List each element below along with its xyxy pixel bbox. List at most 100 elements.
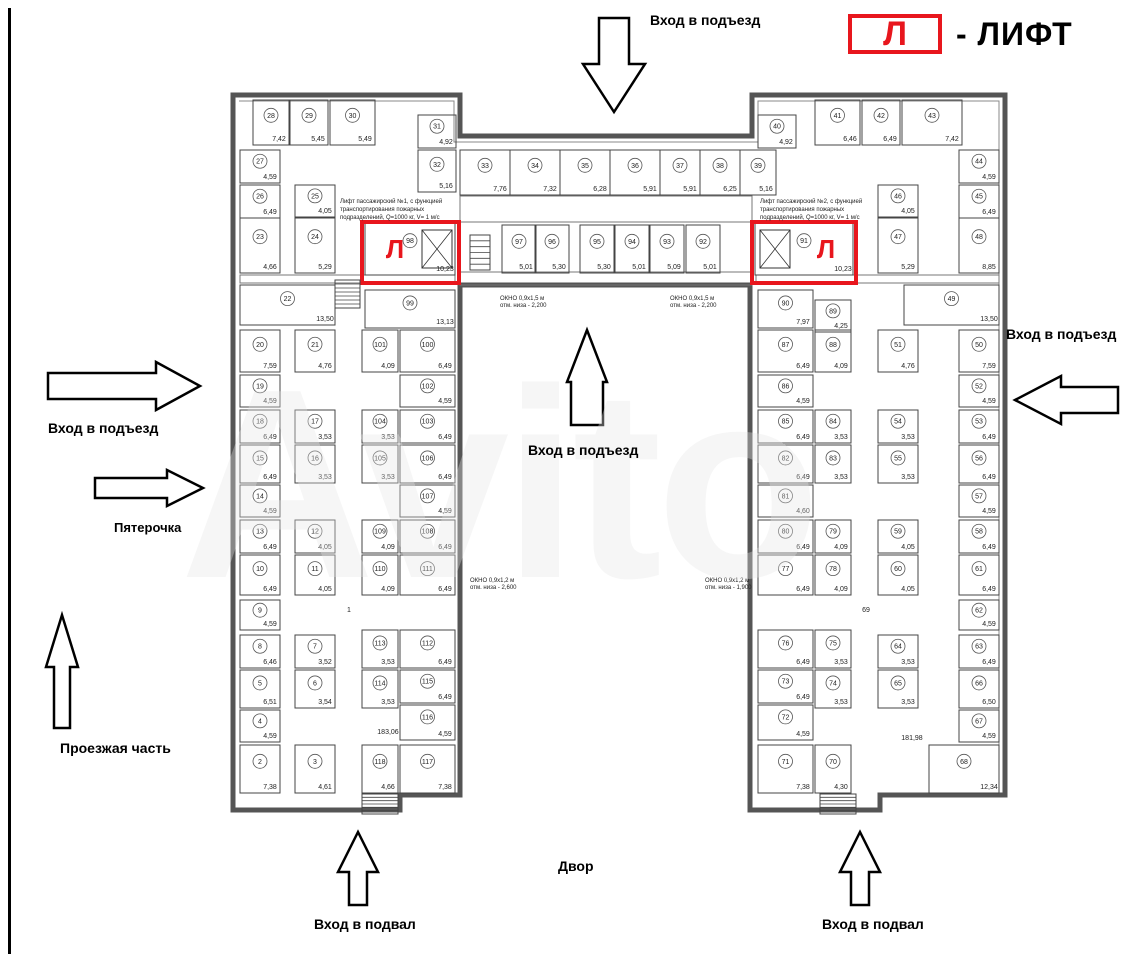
- room-32: [417, 149, 457, 193]
- room-12-marker: [307, 523, 323, 539]
- window-note-title: ОКНО 0,9х1,2 м: [470, 578, 514, 584]
- room-47-marker: [890, 229, 906, 245]
- room-75-marker: [825, 635, 841, 651]
- room-58-area: 6,49: [982, 544, 996, 551]
- basement-label-left: Вход в подвал: [314, 916, 416, 932]
- room-79-number: 79: [829, 529, 837, 536]
- lift-legend-box: Л: [848, 14, 942, 54]
- room-102-area: 4,59: [438, 398, 452, 405]
- room-79-area: 4,09: [834, 544, 848, 551]
- room-31-number: 31: [433, 124, 441, 131]
- room-55-area: 3,53: [901, 474, 915, 481]
- room-14-area: 4,59: [263, 508, 277, 515]
- room-104-number: 104: [374, 419, 386, 426]
- room-100: [399, 329, 456, 373]
- arrow-entrance-right: [1012, 373, 1120, 427]
- room-76-number: 76: [782, 640, 790, 647]
- room-107-marker: [420, 488, 435, 504]
- room-65-number: 65: [894, 680, 902, 687]
- room-28-area: 7,42: [272, 136, 286, 143]
- room-5: [239, 669, 281, 709]
- room-54: [877, 409, 919, 444]
- room-61-area: 6,49: [982, 586, 996, 593]
- room-77-marker: [778, 561, 793, 576]
- roadway-label: Проезжая часть: [60, 740, 171, 756]
- room-117-marker: [420, 753, 435, 769]
- arrow-entrance-center: [565, 326, 609, 427]
- room-118-area: 4,66: [381, 784, 395, 791]
- room-106-number: 106: [422, 455, 434, 462]
- room-66-area: 6,50: [982, 699, 996, 706]
- room-59-marker: [890, 523, 906, 539]
- room-4-number: 4: [258, 718, 262, 725]
- room-110: [361, 554, 399, 596]
- room-96-marker: [544, 233, 560, 249]
- room-103-marker: [420, 413, 435, 429]
- room-36-marker: [627, 157, 643, 173]
- room-67-marker: [971, 713, 987, 729]
- room-64: [877, 634, 919, 669]
- room-70-area: 4,30: [834, 784, 848, 791]
- room-80-number: 80: [782, 529, 790, 536]
- room-19: [239, 374, 281, 408]
- room-97-area: 5,01: [519, 264, 533, 271]
- room-89-number: 89: [829, 308, 837, 315]
- room-106: [399, 444, 456, 484]
- lift-note-left-line: подразделений, Q=1000 кг, V= 1 м/с: [340, 214, 440, 221]
- room-60-number: 60: [894, 566, 902, 573]
- room-52-number: 52: [975, 383, 983, 390]
- window-note-title: ОКНО 0,9х1,2 м: [705, 578, 749, 584]
- room-62: [958, 599, 1000, 631]
- room-88: [814, 329, 852, 373]
- room-109-number: 109: [374, 529, 386, 536]
- room-59-number: 59: [894, 529, 902, 536]
- room-102-marker: [420, 378, 435, 394]
- room-18: [239, 409, 281, 444]
- room-82-number: 82: [782, 455, 790, 462]
- room-33-marker: [477, 157, 493, 173]
- room-97: [501, 224, 537, 274]
- room-79: [814, 519, 852, 554]
- room-41-number: 41: [834, 113, 842, 120]
- room-92: [685, 224, 721, 274]
- room-59-area: 4,05: [901, 544, 915, 551]
- room-27-marker: [252, 153, 268, 169]
- room-42-marker: [873, 107, 889, 123]
- room-71: [757, 744, 814, 794]
- room-96-area: 5,30: [552, 264, 566, 271]
- room-32-area: 5,16: [439, 183, 453, 190]
- room-55-marker: [890, 450, 906, 466]
- room-98-number: 98: [406, 238, 414, 245]
- room-43: [901, 99, 963, 146]
- room-39-area: 5,16: [759, 186, 773, 193]
- room-20-marker: [252, 336, 268, 352]
- room-98-marker: [402, 233, 418, 249]
- room-51: [877, 329, 919, 373]
- room-47-area: 5,29: [901, 264, 915, 271]
- room-30-number: 30: [349, 113, 357, 120]
- room-14-number: 14: [256, 493, 264, 500]
- arrow-store: [93, 467, 206, 509]
- room-13-marker: [252, 523, 268, 539]
- room-24-number: 24: [311, 234, 319, 241]
- room-38-marker: [712, 157, 728, 173]
- room-86-marker: [778, 378, 793, 394]
- room-53-number: 53: [975, 419, 983, 426]
- room-3-marker: [307, 753, 323, 769]
- room-99-area: 13,13: [436, 319, 454, 326]
- room-107: [399, 484, 456, 518]
- room-77-number: 77: [782, 566, 790, 573]
- room-86: [757, 374, 814, 408]
- room-106-marker: [420, 450, 435, 466]
- room-114-marker: [372, 675, 388, 691]
- room-56-area: 6,49: [982, 474, 996, 481]
- room-56-number: 56: [975, 455, 983, 462]
- room-41-marker: [830, 107, 845, 123]
- room-112-area: 6,49: [438, 659, 452, 666]
- room-22-area: 13,50: [316, 316, 334, 323]
- room-31: [417, 114, 457, 149]
- window-note-level: отм. низа - 2,600: [470, 585, 517, 591]
- lift-shaft-right-cross: [759, 229, 791, 269]
- room-3-area: 4,61: [318, 784, 332, 791]
